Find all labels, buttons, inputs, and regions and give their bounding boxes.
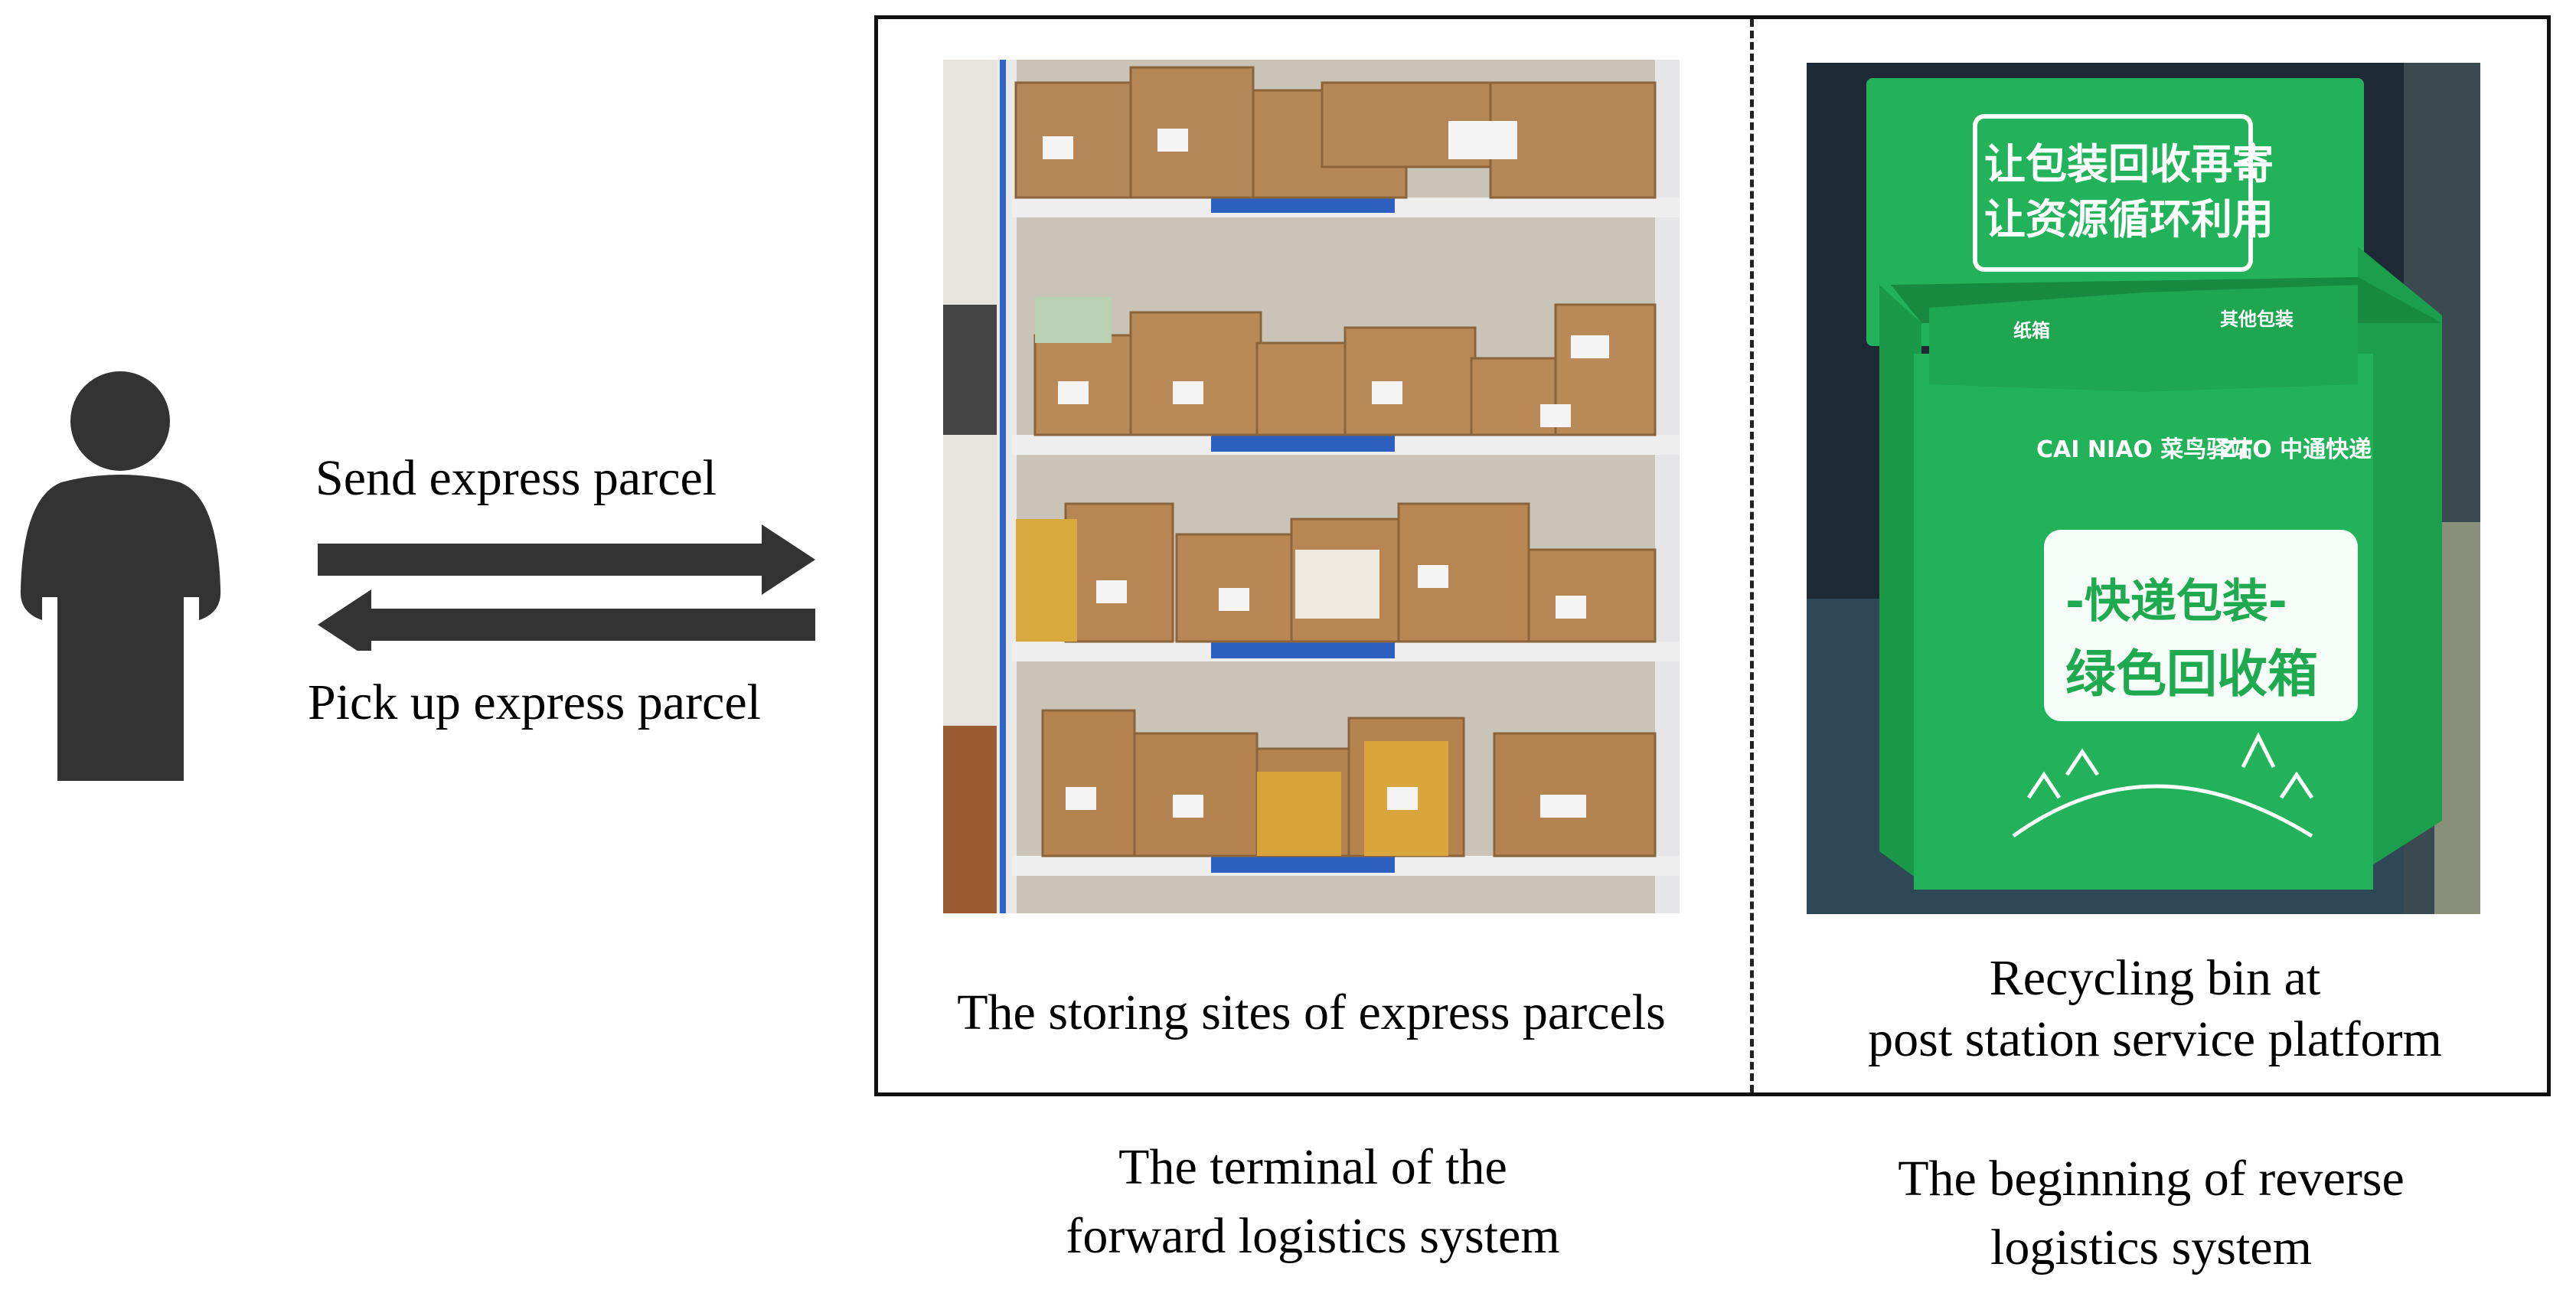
- bin-brand-right: ZTO 中通快递: [2220, 436, 2372, 463]
- person-icon: [20, 371, 221, 781]
- recycling-bin-photo: 让包装回收再寄 让资源循环利用 纸箱 其他包装 CAI NIAO 菜鸟驿站 ZT…: [1807, 63, 2480, 914]
- bin-slot-right-label: 其他包装: [2220, 309, 2294, 330]
- bin-slogan-line2: 让资源循环利用: [1984, 195, 2274, 243]
- panel-frame: [874, 15, 2551, 1096]
- send-parcel-label: Send express parcel: [315, 450, 717, 506]
- bin-panel-line1: -快递包装-: [2065, 575, 2287, 629]
- bin-brand-left: CAI NIAO 菜鸟驿站: [2036, 436, 2253, 463]
- right-arrow-icon: [318, 524, 815, 595]
- panel-divider: [1750, 19, 1754, 1092]
- recycling-bin-caption-line1: Recycling bin at: [1989, 950, 2321, 1006]
- parcel-shelves-photo: [943, 60, 1680, 913]
- flow-arrows: [318, 524, 815, 651]
- bin-slogan-line1: 让包装回收再寄: [1984, 140, 2274, 188]
- storing-sites-caption: The storing sites of express parcels: [957, 985, 1666, 1040]
- reverse-beginning-label-line1: The beginning of reverse: [1898, 1151, 2405, 1207]
- recycling-bin-caption-line2: post station service platform: [1868, 1011, 2442, 1067]
- left-arrow-icon: [318, 589, 815, 651]
- bin-slot-left-label: 纸箱: [2013, 320, 2050, 341]
- forward-terminal-label-line2: forward logistics system: [1066, 1208, 1560, 1264]
- reverse-beginning-label-line2: logistics system: [1990, 1220, 2312, 1275]
- bin-panel-line2: 绿色回收箱: [2065, 645, 2318, 704]
- forward-terminal-label-line1: The terminal of the: [1118, 1139, 1507, 1195]
- pickup-parcel-label: Pick up express parcel: [308, 674, 761, 730]
